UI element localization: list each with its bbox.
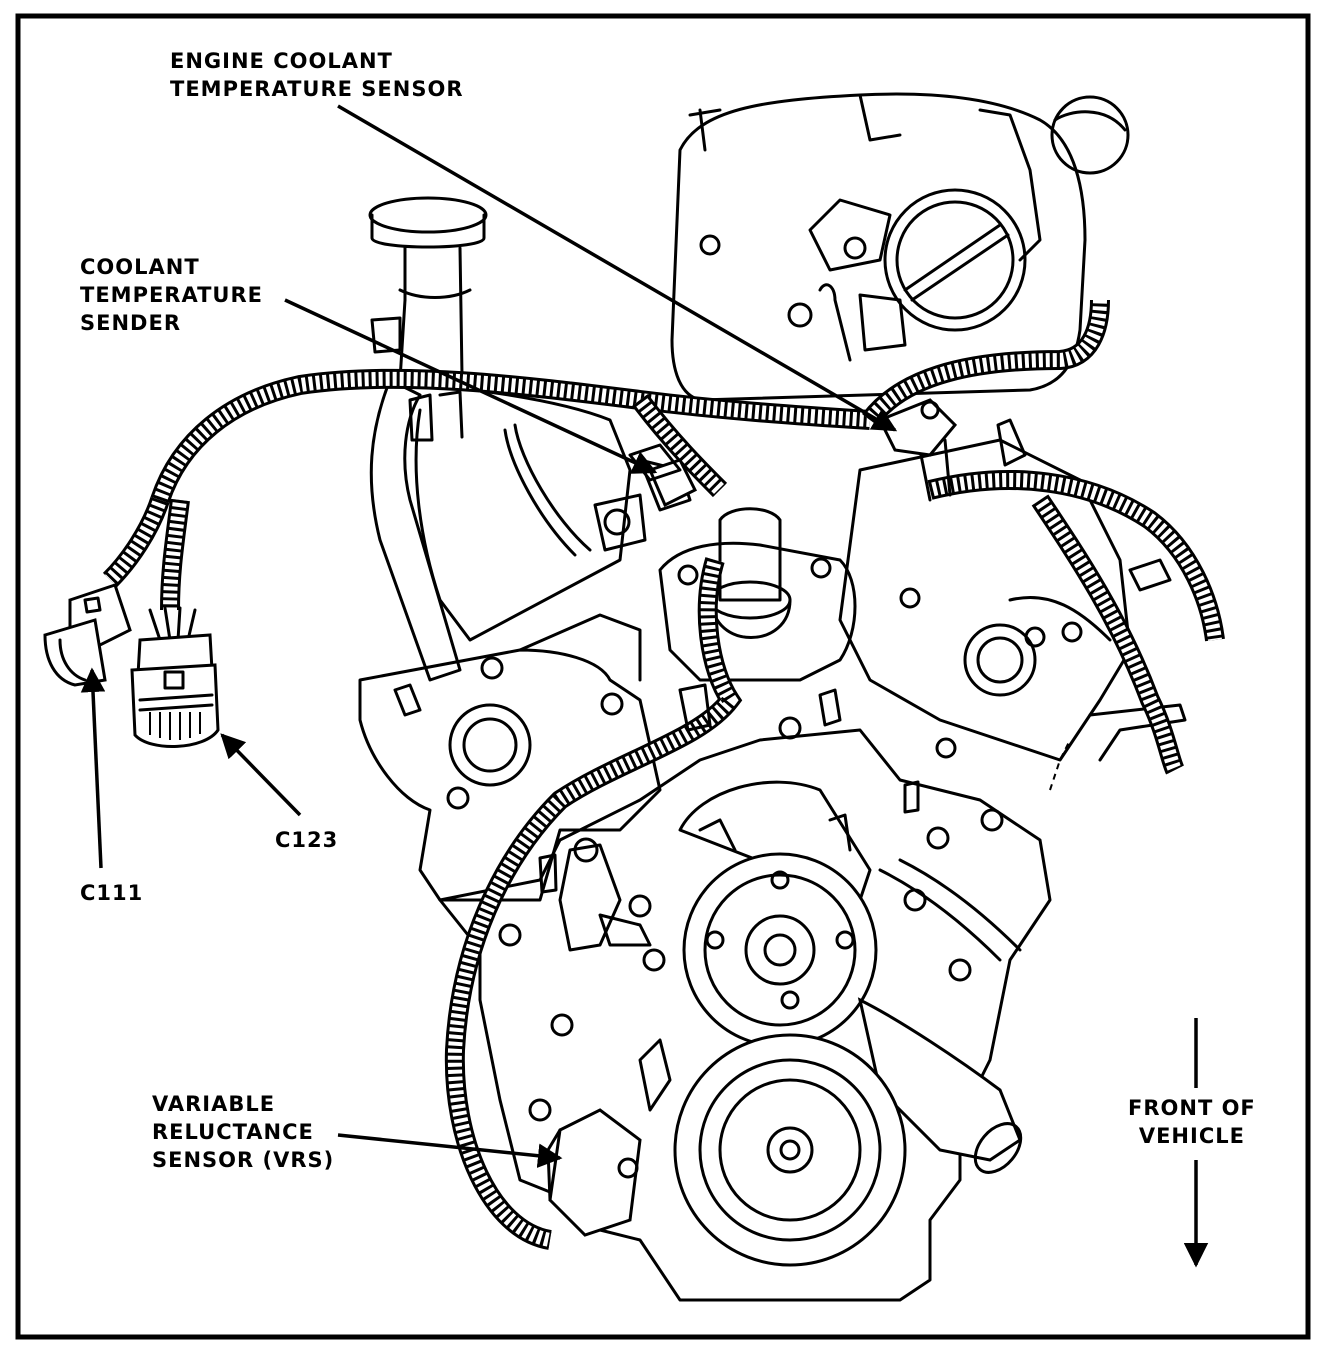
label-c111: C111 [80,879,143,907]
label-line: SENSOR (VRS) [152,1148,335,1172]
leader-vrs [337,1133,563,1168]
label-engine-coolant-temperature-sensor: ENGINE COOLANT TEMPERATURE SENSOR [170,47,464,103]
label-line: RELUCTANCE [152,1120,314,1144]
label-line: SENDER [80,311,181,335]
leader-lines [80,104,1209,1268]
label-variable-reluctance-sensor: VARIABLE RELUCTANCE SENSOR (VRS) [152,1090,334,1174]
label-line: ENGINE COOLANT [170,49,393,73]
label-line: COOLANT [80,255,200,279]
label-front-of-vehicle: FRONT OF VEHICLE [1128,1094,1256,1150]
label-line: VEHICLE [1138,1124,1245,1148]
label-c123: C123 [275,826,338,854]
connector-c111-drawing [43,583,132,687]
leader-ect-sensor [337,104,898,432]
label-line: TEMPERATURE [80,283,263,307]
leader-c123 [220,733,302,817]
label-line: C111 [80,881,144,905]
label-line: FRONT OF [1128,1096,1256,1120]
wiring-harness [102,299,1225,1250]
diagram-frame [15,13,1311,1340]
leader-c111 [80,667,106,869]
label-line: VARIABLE [152,1092,276,1116]
label-coolant-temperature-sender: COOLANT TEMPERATURE SENDER [80,253,263,337]
engine-block-drawing [358,92,1187,1302]
leader-coolant-sender [284,298,658,474]
connector-c123-drawing [130,606,220,748]
label-line: TEMPERATURE SENSOR [170,77,464,101]
label-line: C123 [275,828,339,852]
